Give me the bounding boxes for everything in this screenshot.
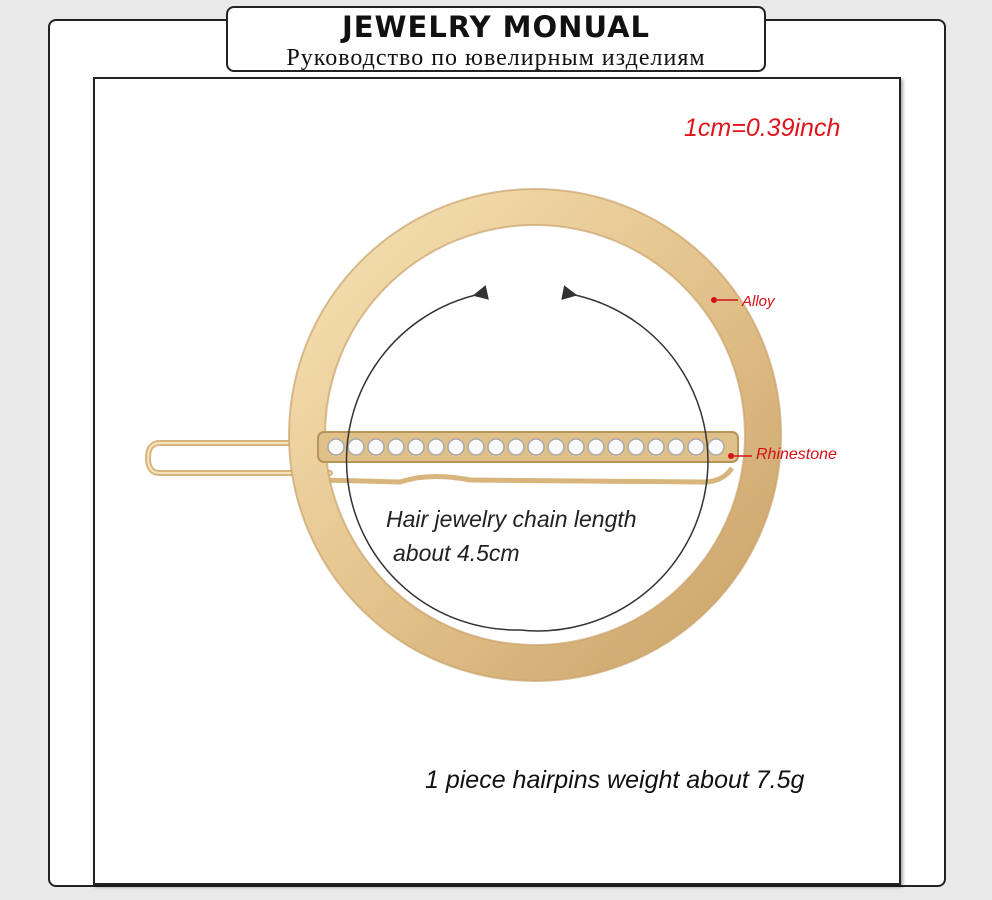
title-english: JEWELRY MONUAL xyxy=(341,10,651,44)
chain-length-text-line1: Hair jewelry chain length xyxy=(386,506,637,532)
alloy-ring xyxy=(289,189,781,681)
weight-note: 1 piece hairpins weight about 7.5g xyxy=(425,766,805,794)
title-russian: Руководство по ювелирным изделиям xyxy=(286,45,706,71)
title-banner: JEWELRY MONUAL Руководство по ювелирным … xyxy=(226,6,766,72)
chain-length-text-line2: about 4.5cm xyxy=(393,540,520,566)
measurement-arc-right xyxy=(519,285,709,632)
rhinestone-label: Rhinestone xyxy=(756,446,837,463)
measurement-arc-left xyxy=(345,285,521,631)
hairpin-inner-wire xyxy=(321,466,735,485)
scale-conversion-note: 1cm=0.39inch xyxy=(684,114,841,142)
alloy-label: Alloy xyxy=(742,293,775,310)
rhinestones xyxy=(327,438,725,456)
